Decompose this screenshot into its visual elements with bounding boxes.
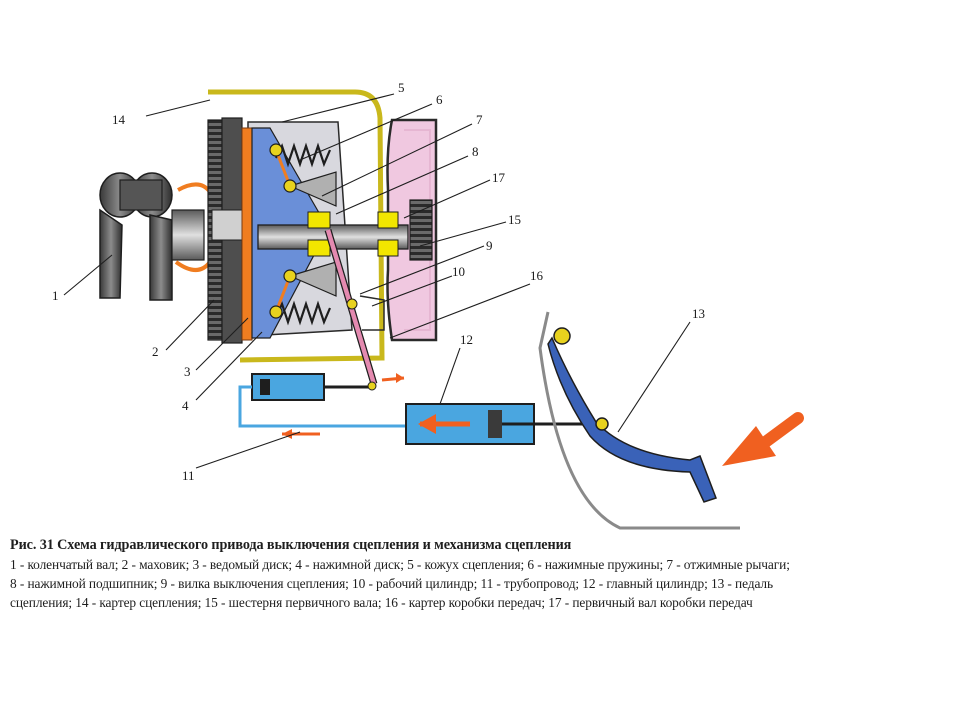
label-17: 17	[492, 170, 506, 185]
pressure-springs	[275, 142, 332, 326]
caption-legend-line-3: сцепления; 14 - картер сцепления; 15 - ш…	[10, 595, 753, 610]
label-16: 16	[530, 268, 544, 283]
label-5: 5	[398, 80, 405, 95]
label-1: 1	[52, 288, 59, 303]
label-10: 10	[452, 264, 465, 279]
caption-legend-line-1: 1 - коленчатый вал; 2 - маховик; 3 - вед…	[10, 557, 790, 572]
label-4: 4	[182, 398, 189, 413]
clutch-hydraulic-diagram: 1 2 3 4 5 6 7 8 9 10 11 12 13 14 15 16 1…	[52, 80, 804, 530]
figure-caption: Рис. 31 Схема гидравлического привода вы…	[10, 536, 950, 612]
label-2: 2	[152, 344, 159, 359]
part-numbers: 1 2 3 4 5 6 7 8 9 10 11 12 13 14 15 16 1…	[52, 80, 705, 483]
label-11: 11	[182, 468, 195, 483]
label-15: 15	[508, 212, 521, 227]
hydraulic-pipeline	[238, 385, 410, 439]
label-12: 12	[460, 332, 473, 347]
label-3: 3	[184, 364, 191, 379]
caption-title: Рис. 31 Схема гидравлического привода вы…	[10, 537, 572, 553]
label-7: 7	[476, 112, 483, 127]
label-14: 14	[112, 112, 126, 127]
label-9: 9	[486, 238, 493, 253]
release-bearing	[307, 211, 399, 257]
clutch-housing	[208, 89, 385, 363]
release-levers	[269, 143, 337, 319]
label-8: 8	[472, 144, 479, 159]
caption-legend-line-2: 8 - нажимной подшипник; 9 - вилка выключ…	[10, 576, 774, 591]
clutch-pedal	[538, 311, 740, 530]
input-shaft-gear	[409, 199, 433, 261]
label-13: 13	[692, 306, 705, 321]
leader-lines	[63, 93, 691, 469]
force-arrow	[722, 412, 804, 466]
crankshaft	[99, 172, 212, 301]
clutch-release-fork	[324, 228, 385, 386]
slave-cylinder	[251, 373, 405, 401]
master-cylinder	[405, 403, 600, 445]
driven-disc	[241, 127, 253, 341]
label-6: 6	[436, 92, 443, 107]
flywheel	[207, 117, 243, 344]
